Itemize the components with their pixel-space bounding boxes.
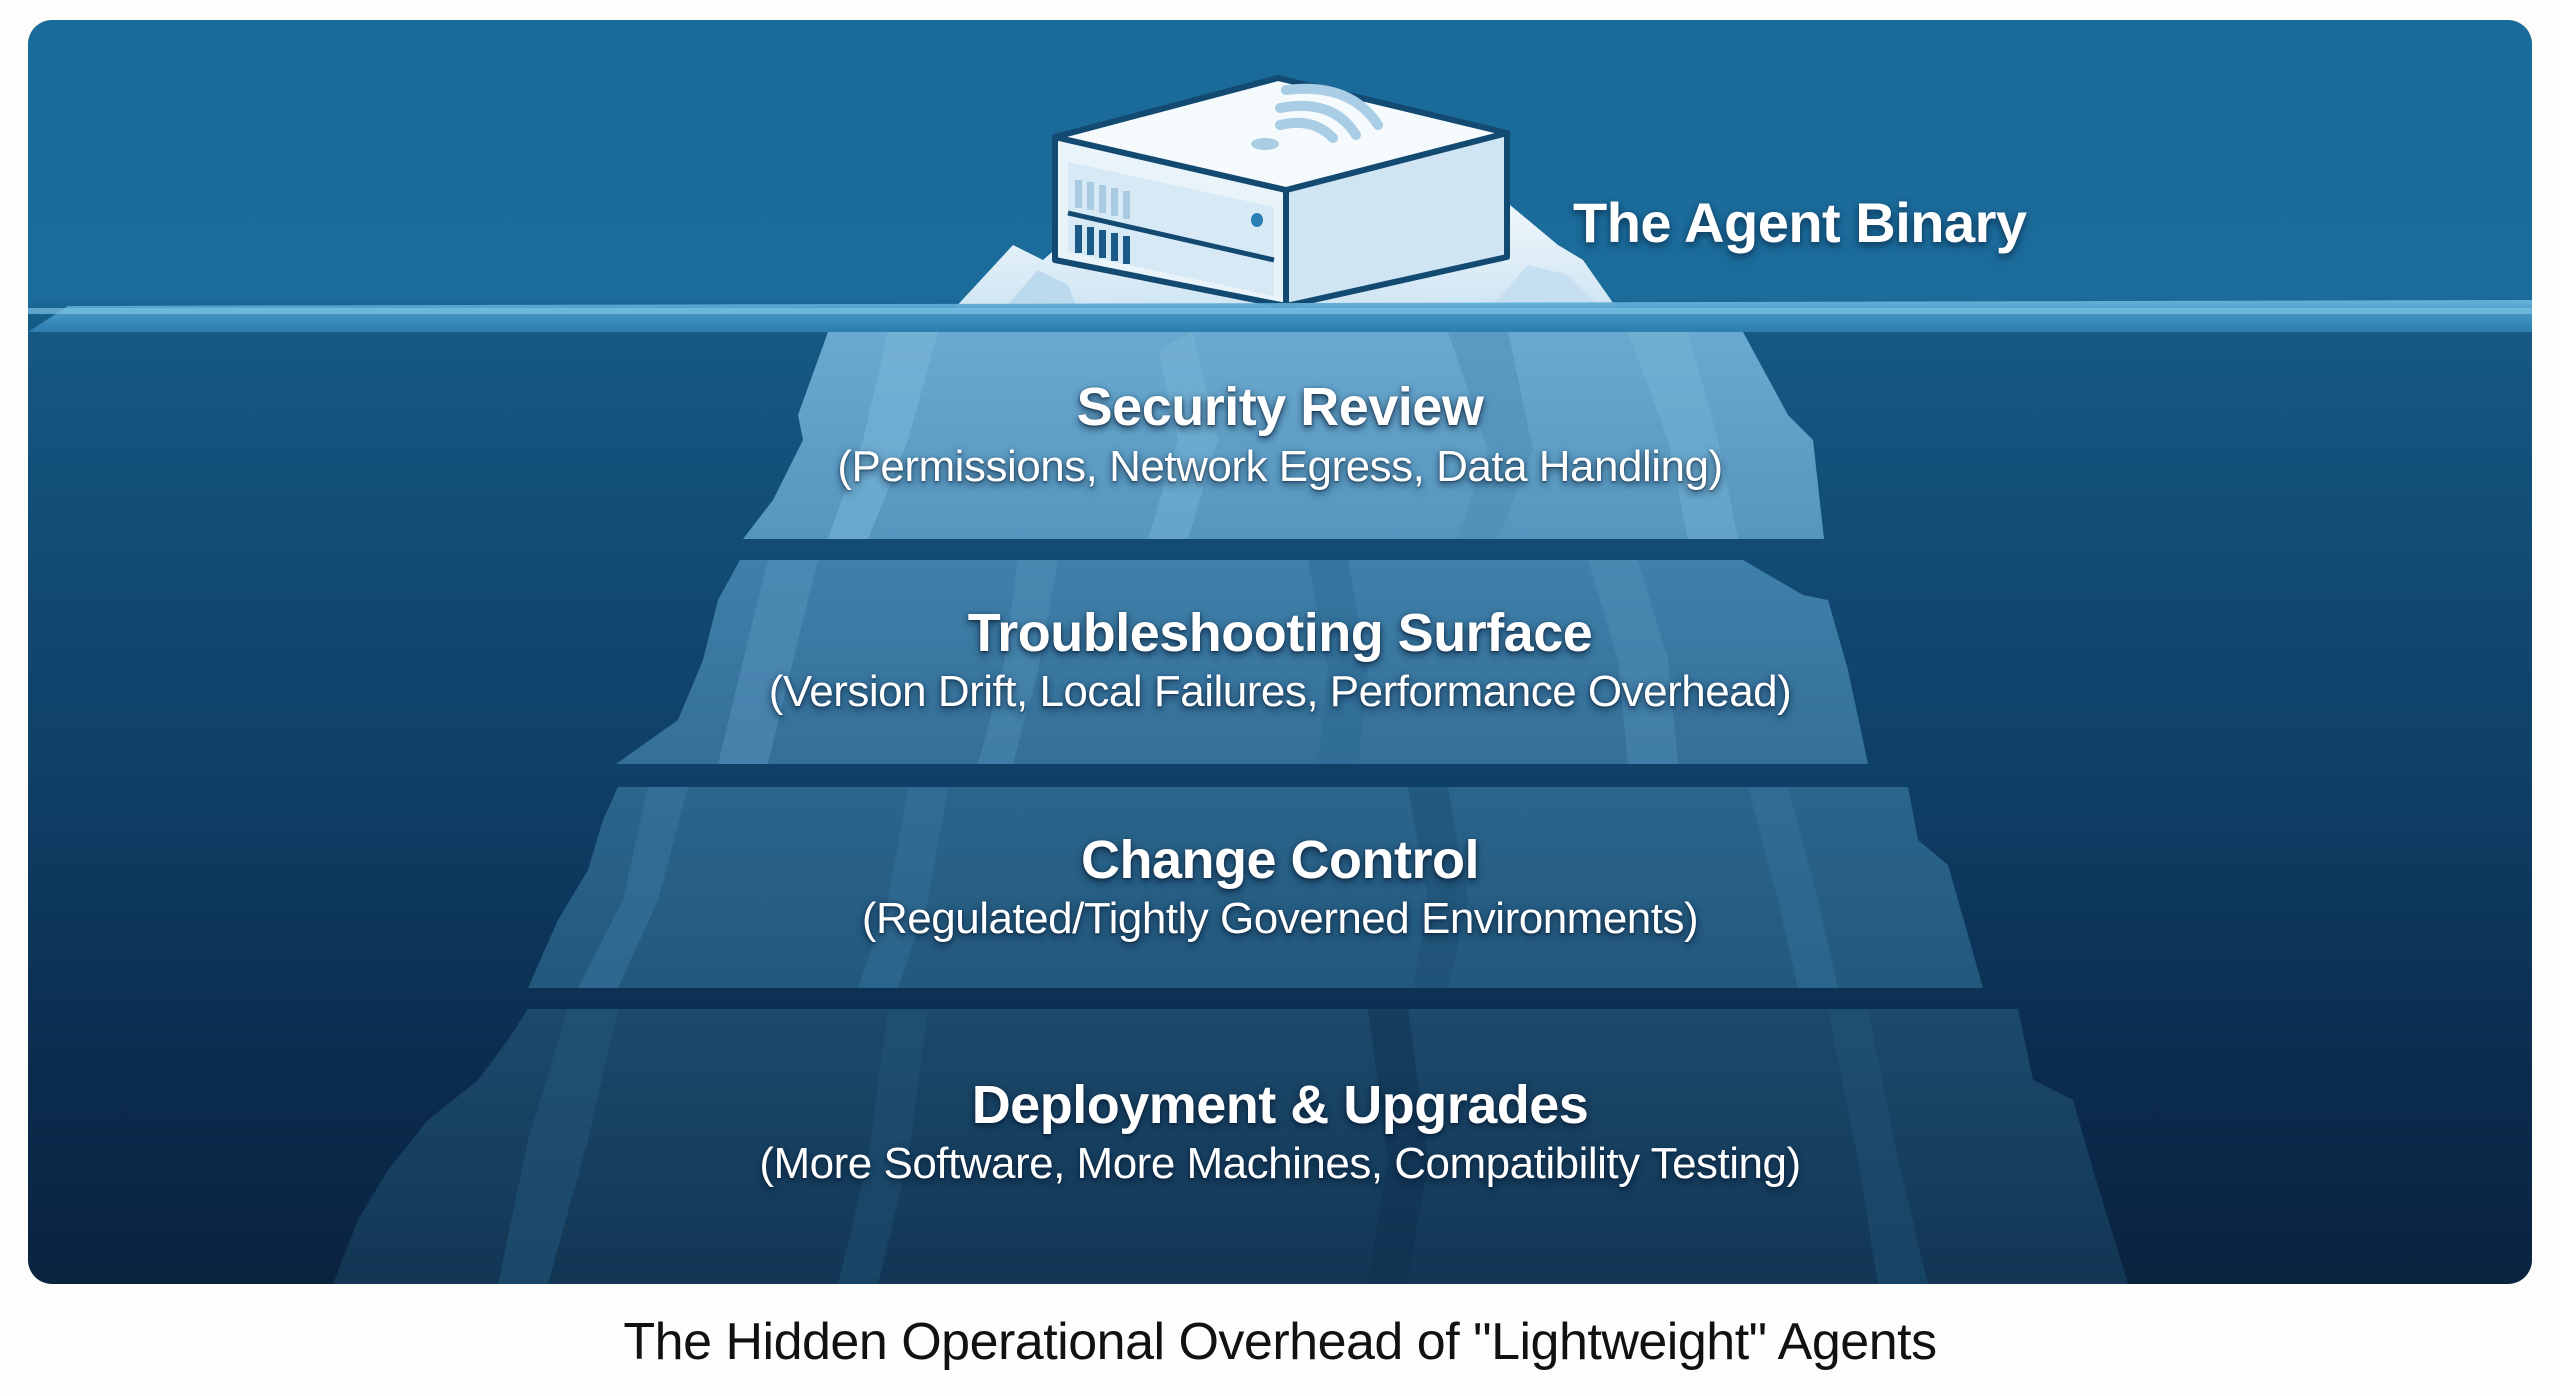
iceberg-scene — [28, 75, 2532, 1284]
server-box-icon — [1052, 75, 1510, 309]
waterline — [28, 300, 2532, 332]
layer-subtitle-change-control: (Regulated/Tightly Governed Environments… — [861, 894, 1699, 943]
layer-title-security-review: Security Review — [1076, 377, 1484, 437]
layer-subtitle-deployment-upgrades: (More Software, More Machines, Compatibi… — [759, 1139, 1801, 1188]
agent-binary-label: The Agent Binary — [1573, 191, 2027, 254]
iceberg-diagram-frame: The Agent Binary Security Review (Permis… — [28, 20, 2532, 1284]
layer-title-change-control: Change Control — [1081, 830, 1479, 890]
wifi-icon — [1251, 83, 1383, 150]
iceberg-layer-troubleshooting-surface — [616, 560, 1868, 764]
iceberg-layer-security-review — [743, 332, 1824, 539]
layer-title-deployment-upgrades: Deployment & Upgrades — [971, 1075, 1589, 1135]
iceberg-layer-change-control — [528, 787, 1983, 988]
layer-title-troubleshooting-surface: Troubleshooting Surface — [967, 603, 1593, 663]
figure-caption: The Hidden Operational Overhead of "Ligh… — [623, 1313, 1937, 1371]
iceberg-layer-deployment-upgrades — [333, 1009, 2128, 1284]
layer-subtitle-troubleshooting-surface: (Version Drift, Local Failures, Performa… — [768, 667, 1792, 716]
layer-subtitle-security-review: (Permissions, Network Egress, Data Handl… — [837, 442, 1723, 491]
